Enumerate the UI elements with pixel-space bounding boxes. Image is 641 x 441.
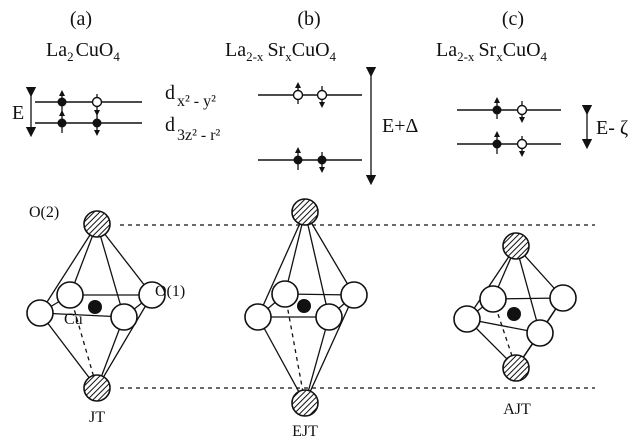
panel-a-ion-label: JT — [89, 409, 105, 426]
octahedron-ajt: AJT — [453, 232, 577, 418]
panel-b-ion-label: EJT — [292, 423, 318, 440]
planar-oxygen — [271, 280, 299, 308]
apical-oxygen-bottom — [83, 374, 111, 402]
panel-a-letter: (a) — [70, 8, 92, 30]
panel-c-levels: E- ζ — [457, 97, 628, 157]
panel-c-letter: (c) — [502, 8, 524, 30]
panel-a-gap-label: E — [12, 102, 24, 124]
planar-oxygen — [453, 305, 481, 333]
planar-oxygen — [244, 303, 272, 331]
copper-atom — [297, 299, 311, 313]
apical-oxygen-top — [83, 210, 111, 238]
panel-c-gap-label: E- ζ — [596, 117, 628, 139]
panel-a-levels: E — [12, 86, 142, 138]
apical-oxygen-top — [502, 232, 530, 260]
planar-oxygen — [138, 281, 166, 309]
octahedron-jt: O(2) O(1) Cu JT — [26, 204, 185, 426]
copper-atom — [507, 307, 521, 321]
panel-c-ion-label: AJT — [503, 401, 531, 418]
planar-oxygen — [26, 299, 54, 327]
octahedron-ejt: EJT — [244, 198, 368, 440]
planar-oxygen — [56, 281, 84, 309]
apical-oxygen-bottom — [502, 354, 530, 382]
copper-label: Cu — [64, 311, 83, 328]
panel-b-letter: (b) — [297, 8, 320, 30]
planar-oxygen — [110, 303, 138, 331]
panel-b-gap-label: E+Δ — [382, 115, 418, 137]
planar-oxygen — [340, 281, 368, 309]
planar-oxygen-label: O(1) — [155, 283, 185, 300]
apical-oxygen-label: O(2) — [29, 204, 59, 221]
planar-oxygen — [479, 285, 507, 313]
panel-b-levels: E+Δ — [258, 66, 418, 186]
apical-oxygen-bottom — [291, 389, 319, 417]
copper-atom — [88, 300, 102, 314]
planar-oxygen — [315, 303, 343, 331]
planar-oxygen — [526, 319, 554, 347]
apical-oxygen-top — [291, 198, 319, 226]
planar-oxygen — [549, 284, 577, 312]
